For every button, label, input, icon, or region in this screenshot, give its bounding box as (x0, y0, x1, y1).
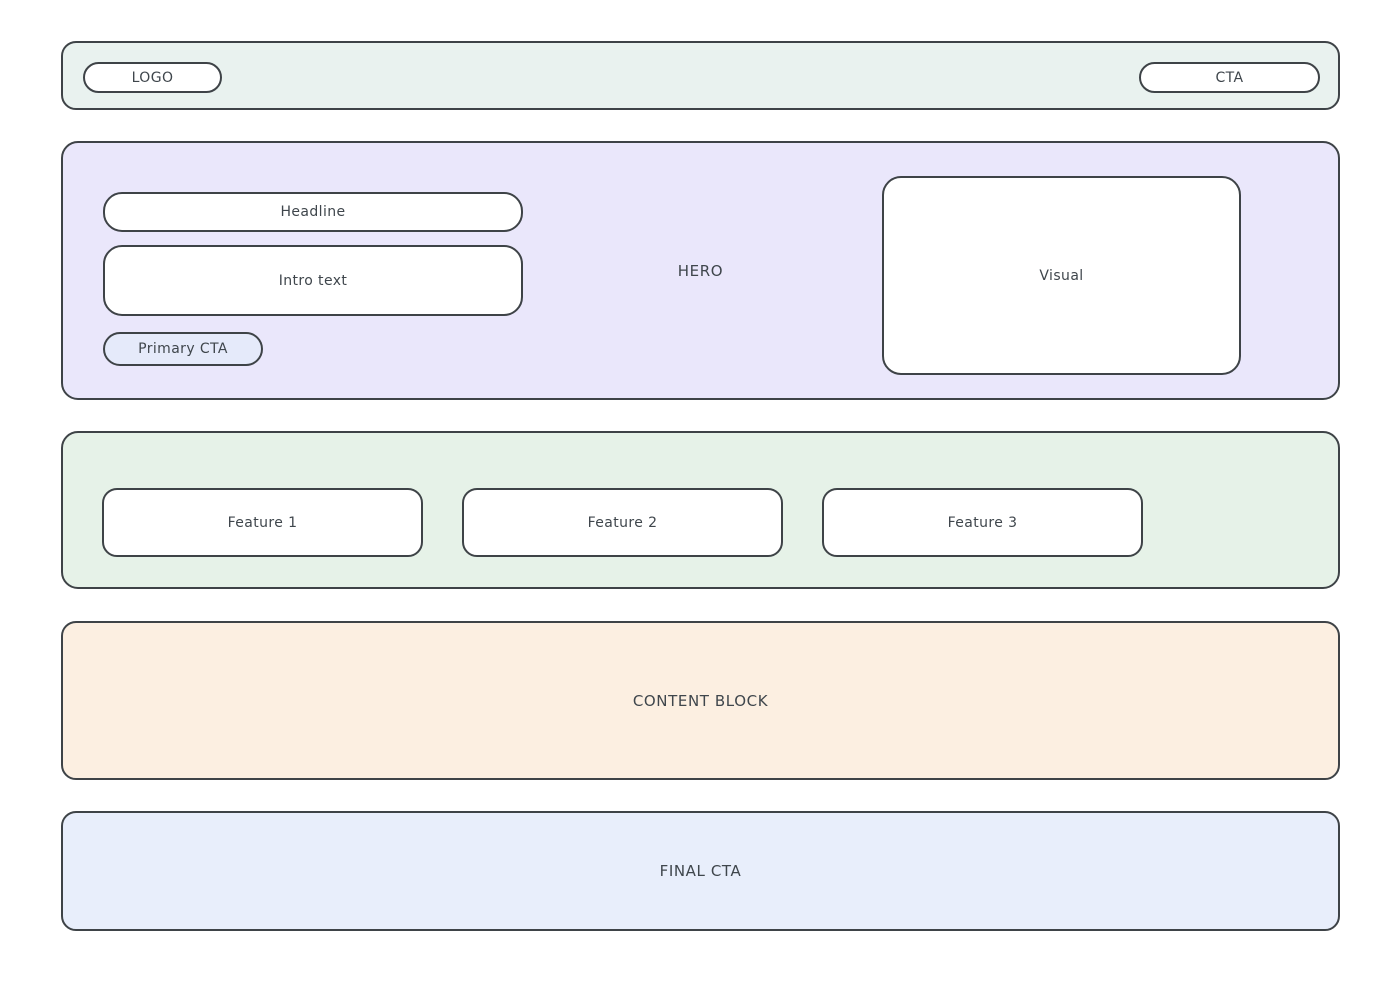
header-cta-button[interactable]: CTA (1139, 62, 1320, 93)
content-block-label: CONTENT BLOCK (632, 691, 769, 710)
hero-visual-placeholder: Visual (882, 176, 1241, 375)
logo-pill: LOGO (83, 62, 222, 93)
header-cta-label: CTA (1215, 69, 1244, 86)
logo-label: LOGO (131, 69, 174, 86)
feature-2-label: Feature 2 (587, 514, 658, 531)
headline-placeholder: Headline (103, 192, 523, 232)
content-block-section: CONTENT BLOCK (61, 621, 1340, 780)
intro-text-placeholder: Intro text (103, 245, 523, 316)
final-cta-label: FINAL CTA (659, 862, 742, 880)
feature-card-3: Feature 3 (822, 488, 1143, 557)
hero-section-label: HERO (677, 261, 724, 280)
feature-card-2: Feature 2 (462, 488, 783, 557)
header-bar: LOGO CTA (61, 41, 1340, 110)
feature-card-1: Feature 1 (102, 488, 423, 557)
primary-cta-button[interactable]: Primary CTA (103, 332, 263, 366)
features-section: Feature 1 Feature 2 Feature 3 (61, 431, 1340, 589)
feature-1-label: Feature 1 (227, 514, 298, 531)
final-cta-section: FINAL CTA (61, 811, 1340, 931)
hero-section: HERO Headline Intro text Primary CTA Vis… (61, 141, 1340, 400)
intro-text-label: Intro text (278, 272, 348, 289)
primary-cta-label: Primary CTA (138, 341, 228, 357)
feature-3-label: Feature 3 (947, 514, 1018, 531)
headline-label: Headline (280, 204, 346, 220)
hero-visual-label: Visual (1039, 267, 1084, 284)
